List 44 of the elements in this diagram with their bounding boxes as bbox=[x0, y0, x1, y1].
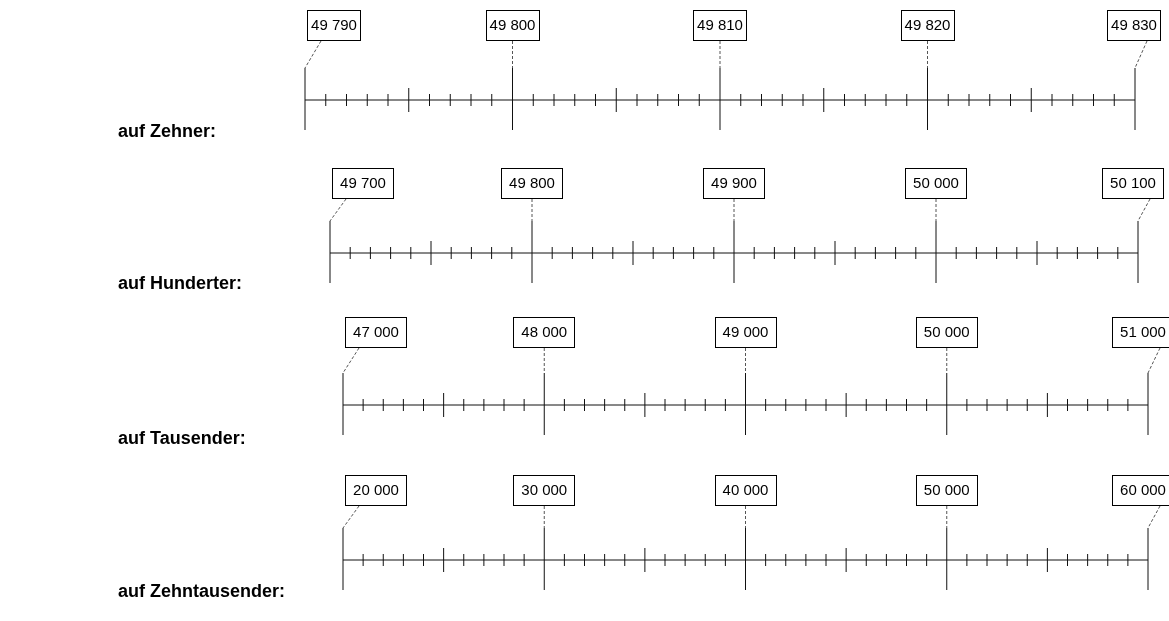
leader-line bbox=[1137, 198, 1151, 222]
leader-line bbox=[927, 40, 928, 69]
leader-line bbox=[543, 347, 545, 374]
leader-line bbox=[531, 198, 533, 222]
leader-line bbox=[1134, 40, 1148, 69]
leader-line bbox=[745, 505, 746, 529]
number-box: 50 100 bbox=[1102, 168, 1164, 199]
leader-line bbox=[342, 505, 360, 529]
number-box: 20 000 bbox=[345, 475, 407, 506]
leader-line bbox=[733, 198, 735, 222]
number-box: 49 830 bbox=[1107, 10, 1161, 41]
number-box: 60 000 bbox=[1112, 475, 1169, 506]
number-box: 49 810 bbox=[693, 10, 747, 41]
leader-line bbox=[342, 347, 360, 374]
number-box: 49 820 bbox=[900, 10, 955, 41]
leader-line bbox=[329, 198, 347, 222]
number-box: 50 000 bbox=[915, 475, 978, 506]
leader-line bbox=[935, 198, 937, 222]
row-label: auf Tausender: bbox=[118, 427, 246, 450]
leader-line bbox=[304, 40, 322, 69]
number-box: 51 000 bbox=[1112, 317, 1169, 348]
number-box: 49 790 bbox=[307, 10, 361, 41]
number-box: 49 000 bbox=[714, 317, 777, 348]
leader-line bbox=[1147, 505, 1161, 529]
row-label: auf Zehntausender: bbox=[118, 580, 286, 603]
leader-line bbox=[745, 347, 746, 374]
number-box: 49 900 bbox=[703, 168, 765, 199]
number-box: 30 000 bbox=[513, 475, 576, 506]
number-box: 49 700 bbox=[332, 168, 394, 199]
leader-line bbox=[946, 505, 948, 529]
number-box: 50 000 bbox=[905, 168, 967, 199]
leader-line bbox=[543, 505, 545, 529]
number-box: 49 800 bbox=[501, 168, 563, 199]
number-box: 40 000 bbox=[714, 475, 777, 506]
number-box: 50 000 bbox=[915, 317, 978, 348]
row-label: auf Zehner: bbox=[118, 120, 216, 143]
number-box: 49 800 bbox=[485, 10, 540, 41]
leader-line bbox=[719, 40, 721, 69]
row-label: auf Hunderter: bbox=[118, 272, 242, 295]
leader-line bbox=[512, 40, 513, 69]
number-box: 47 000 bbox=[345, 317, 407, 348]
leader-line bbox=[1147, 347, 1161, 374]
leader-line bbox=[946, 347, 948, 374]
number-box: 48 000 bbox=[513, 317, 576, 348]
